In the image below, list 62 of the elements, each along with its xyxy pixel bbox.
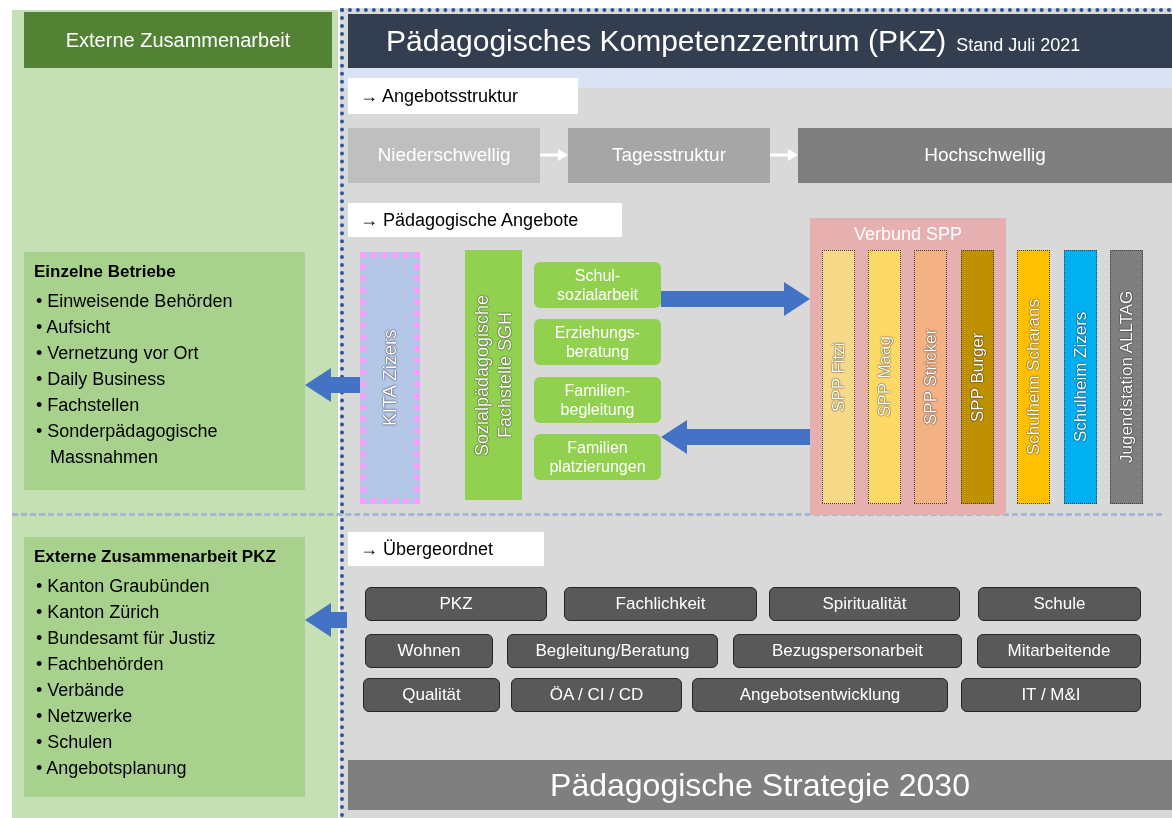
topic-chip: Bezugspersonarbeit [733,634,962,668]
service-bar: SPP Fitzi [822,250,855,504]
date-note: Stand Juli 2021 [956,34,1081,56]
service-bar: Schulheim Scharans [1017,250,1050,504]
info-card [24,537,305,797]
list-item: • Bundesamt für Justiz [36,627,217,650]
topic-chip: Spiritualität [769,587,960,621]
arrow [661,282,810,316]
list-item: • Verbände [36,679,126,702]
topic-chip: IT / M&I [961,678,1141,712]
strategy-banner: Pädagogische Strategie 2030 [348,760,1172,810]
service-bar: Sozialpädagogische Fachstelle SGH [465,250,522,500]
arrow [770,149,798,161]
section-label: → Angebotsstruktur [348,78,578,114]
service-bar: SPP Burger [961,250,994,504]
arrow [305,368,360,402]
topic-chip: Mitarbeitende [977,634,1141,668]
list-item: • Schulen [36,731,114,754]
service-bar: KITA Zizers [360,252,420,504]
service-bar: SPP Maag [868,250,901,504]
service-bar: Schulheim Zizers [1064,250,1097,504]
topic-chip: ÖA / CI / CD [511,678,682,712]
list-item: • Vernetzung vor Ort [36,342,200,365]
group-title: Verbund SPP [852,224,964,245]
step-bar: Tagesstruktur [568,128,770,183]
info-card [24,252,305,490]
section-label: → Pädagogische Angebote [348,203,622,237]
service-box: Familien- begleitung [534,377,661,423]
service-bar: SPP Stricker [914,250,947,504]
list-item: • Kanton Zürich [36,601,161,624]
topic-chip: Angebotsentwicklung [692,678,948,712]
header-box: Externe Zusammenarbeit [24,12,332,68]
step-bar: Hochschwellig [798,128,1172,183]
list-item: • Angebotsplanung [36,757,188,780]
service-box: Schul- sozialarbeit [534,262,661,308]
service-box: Familien platzierungen [534,434,661,480]
section-label: → Übergeordnet [348,532,544,566]
list-item: • Netzwerke [36,705,134,728]
topic-chip: Fachlichkeit [564,587,757,621]
list-item: • Fachstellen [36,394,141,417]
service-bar: Jugendstation ALLTAG [1110,250,1143,504]
step-bar: Niederschwellig [348,128,540,183]
list-item: • Sonderpädagogische Massnahmen [36,420,219,469]
topic-chip: Begleitung/Beratung [507,634,718,668]
list-item: • Daily Business [36,368,167,391]
card-heading: Externe Zusammenarbeit PKZ [34,546,277,568]
list-item: • Aufsicht [36,316,112,339]
arrow [305,603,347,637]
list-item: • Kanton Graubünden [36,575,211,598]
arrow [661,420,810,454]
service-box: Erziehungs- beratung [534,319,661,365]
title-text: Pädagogisches Kompetenzzentrum (PKZ) [386,24,947,58]
arrow [540,149,568,161]
topic-chip: Qualität [363,678,500,712]
title-banner [348,14,1172,68]
topic-chip: PKZ [365,587,547,621]
topic-chip: Schule [978,587,1141,621]
topic-chip: Wohnen [365,634,493,668]
list-item: • Einweisende Behörden [36,290,234,313]
card-heading: Einzelne Betriebe [34,261,177,283]
list-item: • Fachbehörden [36,653,165,676]
group-box [810,218,1006,515]
